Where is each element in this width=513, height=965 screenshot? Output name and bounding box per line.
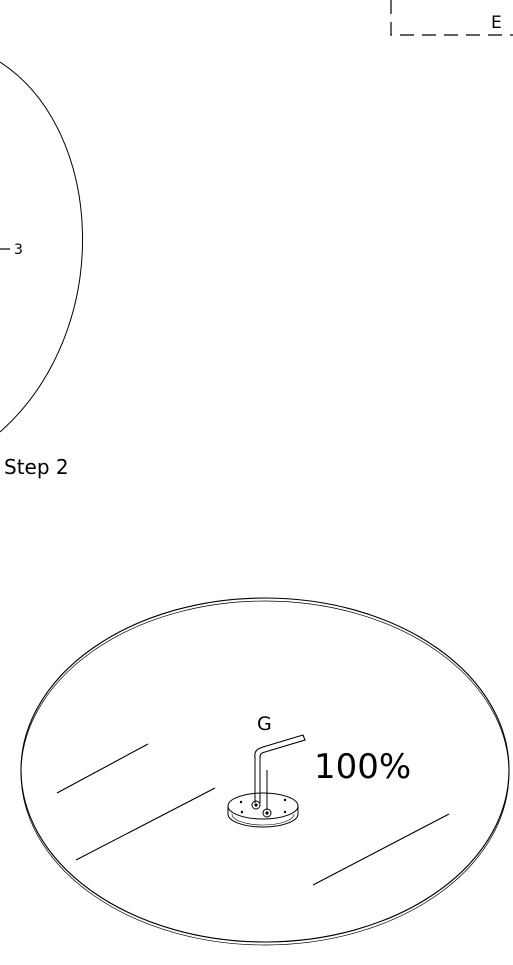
round-tabletop-icon — [20, 597, 510, 946]
torque-label: 100% — [314, 747, 411, 787]
allen-key-icon — [254, 734, 306, 810]
mount-plate-icon — [227, 792, 299, 828]
part-e-box: E — [390, 0, 513, 36]
step-label: Step 2 — [4, 455, 69, 479]
part-e-label: E — [491, 13, 502, 33]
large-circle-outline — [0, 61, 83, 433]
part-3-callout: 3 — [14, 242, 23, 258]
part-g-label: G — [257, 713, 272, 735]
